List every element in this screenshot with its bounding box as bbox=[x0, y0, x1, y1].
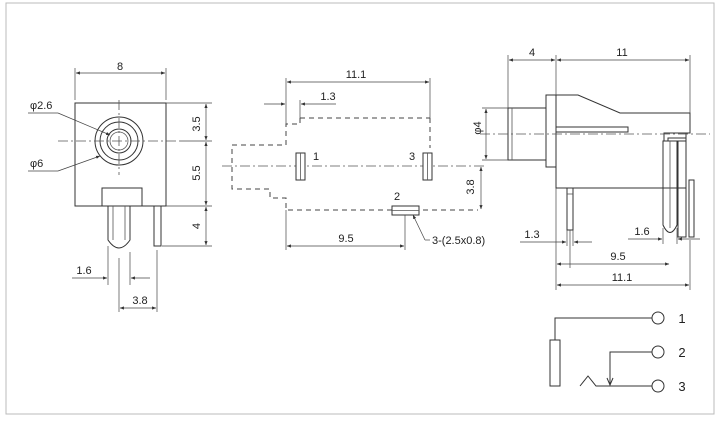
schematic-wire-2 bbox=[609, 351, 652, 385]
front-body-outline bbox=[74, 102, 167, 207]
side-total-length-dim: 11.1 bbox=[612, 272, 633, 284]
terminal-1-circle bbox=[651, 311, 665, 325]
pcb-length-dim: 11.1 bbox=[346, 69, 367, 81]
pcb-offset-dim: 1.3 bbox=[320, 91, 335, 103]
terminal-3-circle bbox=[651, 379, 665, 393]
front-pin-spacing-dim: 3.8 bbox=[132, 295, 147, 307]
pcb-vertical-spacing-dim: 3.8 bbox=[465, 179, 477, 194]
leader-line bbox=[57, 155, 101, 172]
front-width-dim: 8 bbox=[117, 61, 123, 73]
terminal-3-label: 3 bbox=[678, 379, 685, 394]
front-pin-left bbox=[107, 206, 131, 249]
schematic-symbol: 1 2 3 bbox=[549, 311, 686, 394]
leader-line bbox=[57, 112, 111, 136]
side-body-outline bbox=[555, 94, 691, 189]
front-bottom-tab bbox=[101, 187, 143, 207]
side-view: φ4 4 11 1.3 1.6 9.5 11.1 bbox=[472, 47, 710, 290]
front-dim-mid: 5.5 bbox=[191, 165, 203, 180]
front-pin-width-dim: 1.6 bbox=[76, 265, 91, 277]
outer-diameter-label: φ6 bbox=[30, 158, 43, 170]
inner-diameter-label: φ2.6 bbox=[30, 100, 52, 112]
terminal-2-label: 2 bbox=[678, 345, 685, 360]
side-contact-strip bbox=[555, 126, 629, 133]
schematic-wire-1 bbox=[554, 317, 652, 340]
pad-size-note: 3-(2.5x0.8) bbox=[432, 235, 485, 247]
side-pin-outer bbox=[688, 179, 695, 238]
schematic-switch-arrow bbox=[606, 377, 614, 387]
sheet-border bbox=[5, 2, 715, 415]
pad-2-label: 2 bbox=[394, 191, 400, 203]
side-pin-width-dim: 1.6 bbox=[634, 226, 649, 238]
side-pin-right bbox=[677, 140, 687, 238]
side-pin-spacing-dim: 9.5 bbox=[610, 251, 625, 263]
side-body-length-dim: 11 bbox=[616, 47, 627, 59]
side-pin-offset-dim: 1.3 bbox=[524, 229, 539, 241]
pcb-layout-view: 1 3 2 11.1 1.3 3.8 9.5 3-(2.5x0.8) bbox=[222, 69, 485, 250]
leader-line bbox=[412, 214, 426, 241]
schematic-sleeve bbox=[549, 339, 561, 387]
front-dim-bottom: 4 bbox=[191, 223, 203, 229]
terminal-2-circle bbox=[651, 345, 665, 359]
side-front-length-dim: 4 bbox=[529, 47, 535, 59]
pcb-horizontal-spacing-dim: 9.5 bbox=[338, 233, 353, 245]
schematic-wire-3 bbox=[579, 375, 652, 387]
pad-1-label: 1 bbox=[313, 151, 319, 163]
nose-diameter-dim: φ4 bbox=[472, 121, 484, 134]
front-view: 8 3.5 5.5 4 φ2.6 φ6 1.6 3.8 bbox=[28, 61, 212, 312]
side-pin-rear bbox=[662, 140, 678, 233]
pad-3-label: 3 bbox=[409, 151, 415, 163]
front-dim-top: 3.5 bbox=[191, 116, 203, 131]
terminal-1-label: 1 bbox=[678, 311, 685, 326]
side-flange bbox=[545, 94, 557, 168]
front-pin-right bbox=[153, 205, 162, 247]
pcb-outline bbox=[231, 118, 478, 211]
